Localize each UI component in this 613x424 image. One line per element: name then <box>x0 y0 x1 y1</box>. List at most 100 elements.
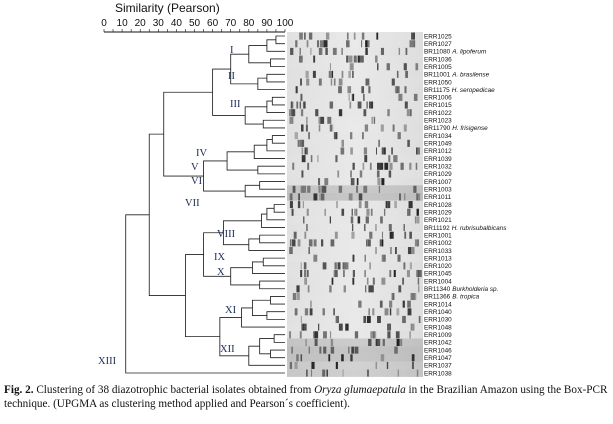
gel-band <box>416 208 419 216</box>
gel-band <box>368 101 372 109</box>
gel-band <box>397 369 399 377</box>
gel-band <box>396 308 400 316</box>
gel-band <box>298 193 300 201</box>
gel-band <box>300 315 303 324</box>
gel-band <box>396 70 399 78</box>
tree-branch <box>257 165 285 175</box>
gel-band <box>317 155 319 163</box>
gel-lane <box>287 85 423 94</box>
gel-band <box>341 47 343 55</box>
gel-band <box>315 109 319 117</box>
isolate-id: ERR1021 <box>424 217 452 224</box>
isolate-id: ERR1005 <box>424 64 452 71</box>
cluster-label: XIII <box>98 356 117 367</box>
isolate-id: ERR1006 <box>424 95 452 102</box>
isolate-id: ERR1032 <box>424 164 452 171</box>
gel-band <box>336 201 338 209</box>
isolate-id: BR11175 <box>424 87 450 94</box>
gel-band <box>394 346 398 354</box>
gel-lane <box>287 338 423 347</box>
dendrogram-tree <box>125 35 285 374</box>
gel-band <box>289 116 294 124</box>
gel-band <box>409 162 412 170</box>
isolate-label: ERR1028 <box>424 202 452 209</box>
scale-tick-label: 30 <box>153 18 165 29</box>
gel-band <box>322 185 327 193</box>
isolate-id: ERR1027 <box>424 41 452 48</box>
gel-band <box>338 86 342 94</box>
gel-band <box>403 262 406 270</box>
gel-band <box>366 101 368 109</box>
gel-band <box>306 40 309 48</box>
gel-band <box>365 78 370 86</box>
gel-band <box>390 247 392 255</box>
gel-band <box>307 185 311 193</box>
gel-band <box>325 47 328 55</box>
gel-band <box>290 101 293 109</box>
isolate-species: H. rubrisubalbicans <box>452 225 508 232</box>
gel-band <box>394 86 398 94</box>
isolate-id: ERR1047 <box>424 355 452 362</box>
gel-band <box>310 155 313 163</box>
gel-band <box>343 270 345 278</box>
isolate-label: ERR1038 <box>424 370 452 377</box>
gel-lane <box>287 269 423 278</box>
gel-lane <box>287 223 423 232</box>
gel-band <box>366 239 368 247</box>
isolate-id: ERR1049 <box>424 141 452 148</box>
tree-branch <box>148 133 186 296</box>
gel-band <box>338 109 343 117</box>
isolate-id: BR11080 <box>424 49 451 56</box>
gel-band <box>366 208 370 216</box>
gel-band <box>343 262 346 270</box>
gel-band <box>368 338 372 346</box>
gel-lane <box>287 369 423 377</box>
gel-band <box>310 300 312 308</box>
gel-band <box>386 361 389 369</box>
gel-band <box>301 147 304 155</box>
gel-band <box>375 247 377 255</box>
gel-lane <box>287 131 423 140</box>
isolate-id: ERR1029 <box>424 209 452 216</box>
gel-band <box>396 155 398 163</box>
gel-band <box>320 40 324 48</box>
gel-band <box>389 231 394 239</box>
gel-band <box>380 354 385 362</box>
gel-band <box>409 262 412 270</box>
isolate-species: A. lipoferum <box>451 49 487 56</box>
gel-band <box>409 40 414 48</box>
gel-band <box>372 277 375 285</box>
gel-band <box>415 63 419 71</box>
gel-band <box>349 101 352 109</box>
isolate-label: ERR1034 <box>424 133 452 140</box>
gel-band <box>387 109 389 117</box>
gel-band <box>289 201 293 209</box>
gel-band <box>300 93 303 101</box>
gel-band <box>309 308 313 316</box>
gel-band <box>289 331 292 339</box>
gel-band <box>415 162 418 170</box>
gel-band <box>343 285 346 293</box>
gel-band <box>388 224 392 232</box>
figure-caption: Fig. 2. Clustering of 38 diazotrophic ba… <box>4 384 609 411</box>
gel-band <box>289 361 293 369</box>
gel-band <box>413 32 415 40</box>
gel-band <box>299 101 302 109</box>
gel-band <box>294 132 298 140</box>
gel-band <box>338 78 343 86</box>
gel-band <box>304 32 306 40</box>
isolate-species: Burkholderia sp. <box>452 286 498 293</box>
gel-band <box>378 185 381 193</box>
gel-band <box>294 308 297 316</box>
gel-band <box>329 331 332 339</box>
isolate-id: ERR1014 <box>424 301 452 308</box>
gel-band <box>373 331 377 339</box>
gel-band <box>418 315 421 324</box>
gel-band <box>353 55 357 63</box>
gel-band <box>340 147 345 155</box>
gel-band <box>363 315 367 324</box>
gel-band <box>364 155 368 163</box>
isolate-id: BR11366 <box>424 294 451 301</box>
isolate-id: ERR1030 <box>424 317 452 324</box>
isolate-label: ERR1029 <box>424 209 452 216</box>
